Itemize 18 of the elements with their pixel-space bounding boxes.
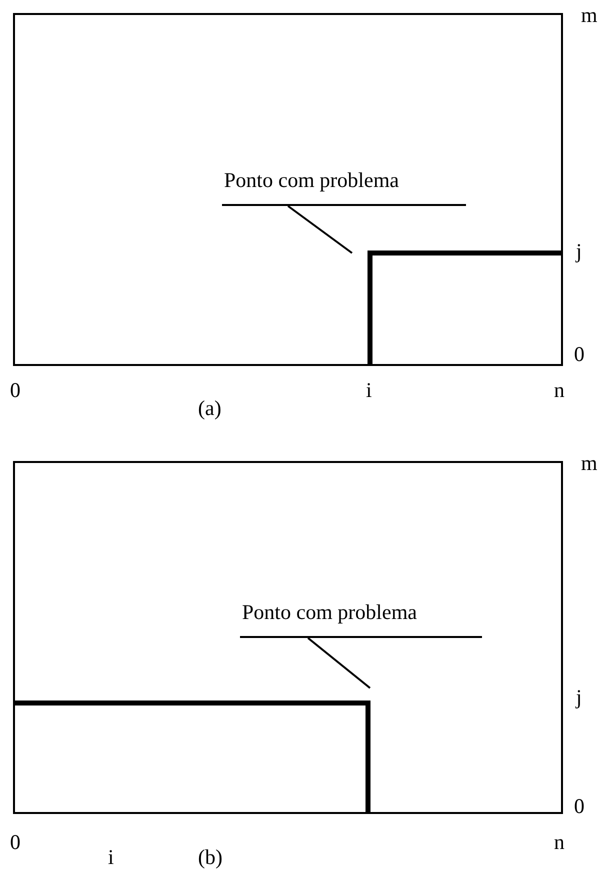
- axis-label: 0: [574, 343, 584, 365]
- leader-line: [307, 637, 371, 689]
- axis-label: 0: [10, 379, 20, 401]
- axis-label: 0: [574, 795, 584, 817]
- panel-caption: (b): [198, 846, 222, 868]
- axis-label: m: [581, 452, 598, 474]
- axis-label: n: [554, 831, 564, 853]
- axis-label: n: [554, 379, 564, 401]
- underlined-label: Ponto com problema: [222, 168, 466, 206]
- axis-label: i: [108, 846, 114, 868]
- axis-label: 0: [10, 831, 20, 853]
- axis-label: i: [366, 379, 372, 401]
- axis-label: j: [576, 240, 582, 262]
- axis-label: j: [576, 686, 582, 708]
- underlined-label: Ponto com problema: [240, 600, 482, 638]
- axis-label: m: [581, 4, 598, 26]
- leader-line: [287, 205, 353, 254]
- panel-caption: (a): [198, 397, 222, 419]
